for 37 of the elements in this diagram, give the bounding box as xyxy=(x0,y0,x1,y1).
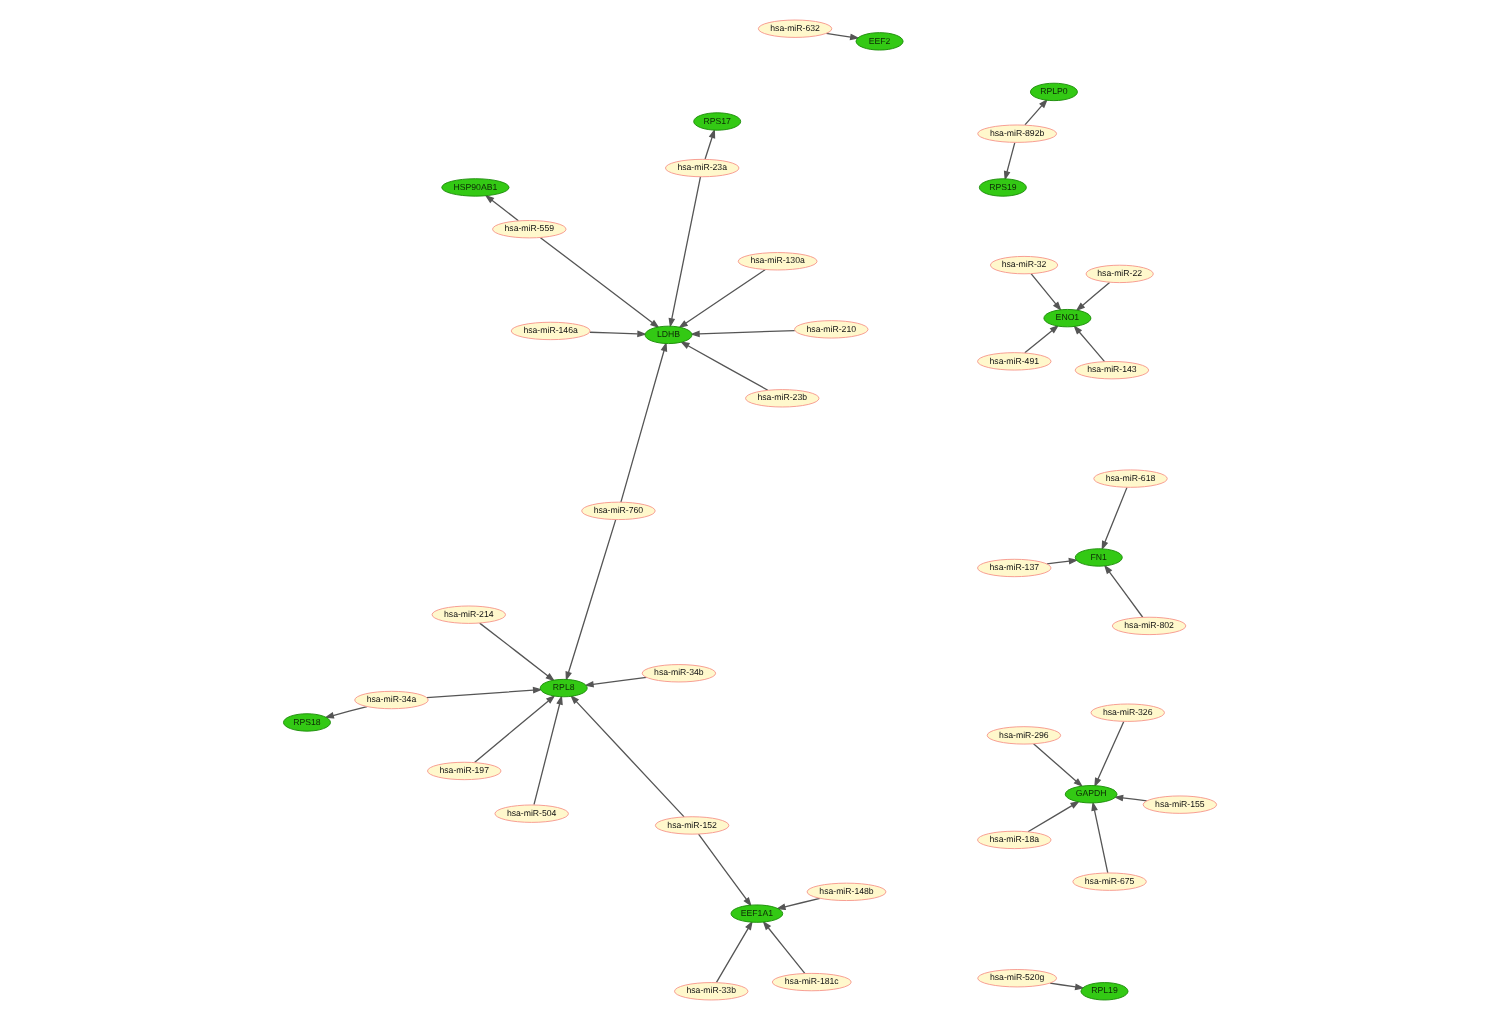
arrow xyxy=(570,694,685,818)
arrow xyxy=(473,694,556,764)
arrow xyxy=(1030,273,1062,311)
arrow xyxy=(690,329,796,338)
arrow xyxy=(565,519,617,682)
arrow xyxy=(584,676,648,688)
arrow xyxy=(715,920,753,983)
arrow xyxy=(484,194,520,222)
arrow xyxy=(680,341,769,391)
arrow xyxy=(1075,281,1111,312)
arrow xyxy=(704,128,716,160)
arrow xyxy=(539,237,660,329)
arrow xyxy=(479,622,556,682)
arrow xyxy=(1024,324,1060,354)
arrow xyxy=(1032,743,1083,788)
arrow xyxy=(1094,720,1125,788)
arrow xyxy=(762,920,806,975)
arrow xyxy=(426,686,543,699)
arrow xyxy=(668,176,702,328)
arrow xyxy=(1101,486,1128,551)
arrow xyxy=(825,32,860,41)
arrow xyxy=(620,341,668,503)
arrow xyxy=(1024,98,1048,126)
arrow xyxy=(1027,800,1080,833)
arrow xyxy=(1091,801,1109,874)
arrow xyxy=(1049,982,1085,991)
arrow xyxy=(1046,557,1079,565)
arrow xyxy=(533,695,563,806)
arrow xyxy=(697,833,752,907)
arrow xyxy=(1003,141,1016,181)
arrow xyxy=(775,897,821,910)
arrow xyxy=(1073,325,1106,363)
arrow xyxy=(589,330,647,338)
arrow xyxy=(678,269,766,329)
arrow xyxy=(1103,564,1144,618)
arrow xyxy=(1113,794,1148,802)
arrow xyxy=(324,705,368,719)
